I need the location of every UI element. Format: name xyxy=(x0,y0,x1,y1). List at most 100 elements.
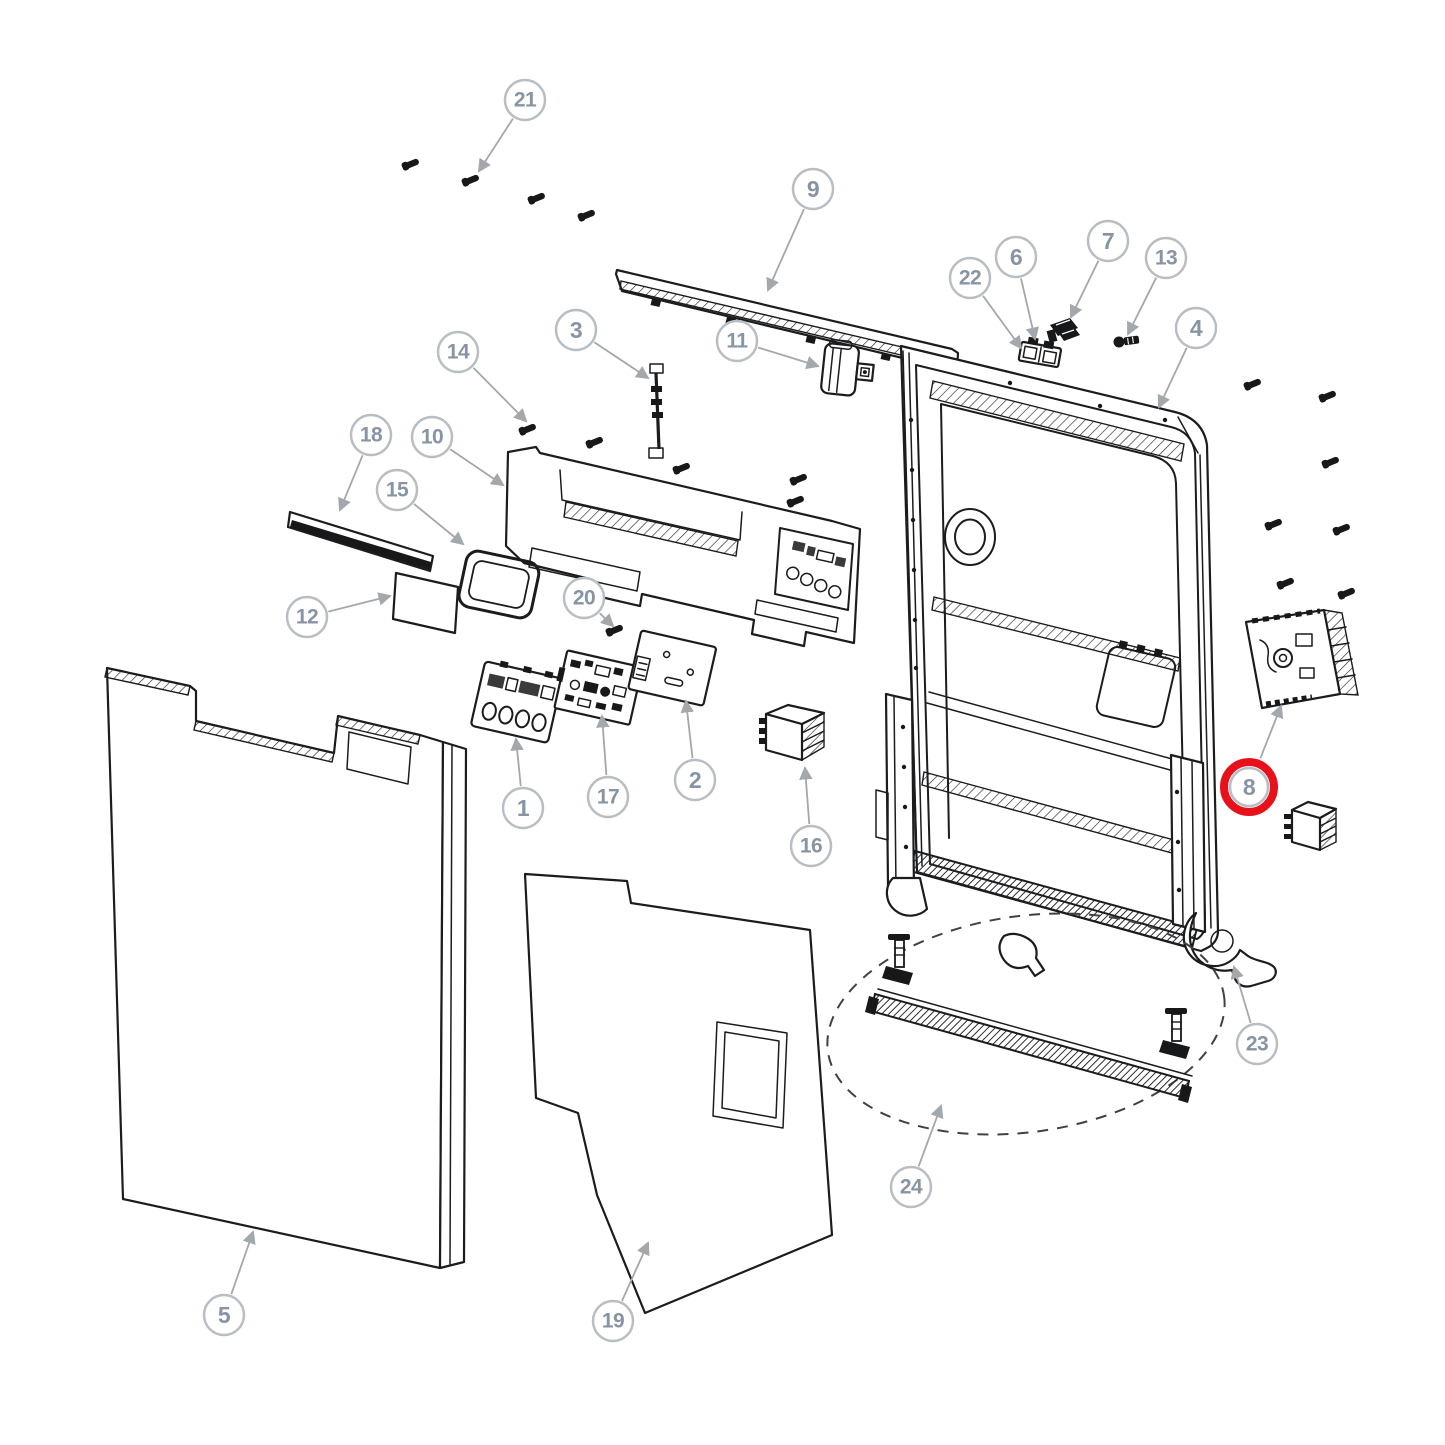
part-15-window-gasket xyxy=(457,549,541,620)
leader-arrow xyxy=(1259,704,1284,759)
callout-number: 9 xyxy=(807,176,819,202)
hinge-pin-right xyxy=(1158,1007,1191,1060)
part-16-terminal-block xyxy=(759,703,826,762)
callout-8-highlighted: 8 xyxy=(1220,704,1284,816)
part-5-front-door-panel xyxy=(104,666,468,1270)
callout-circle xyxy=(1174,306,1218,350)
leader-arrow xyxy=(1069,260,1100,319)
part-19-insulation-sheet xyxy=(523,872,834,1315)
callout-9: 9 xyxy=(766,167,835,292)
screw-icon xyxy=(788,471,809,487)
leader-arrow xyxy=(766,208,805,292)
callout-circle xyxy=(889,1165,933,1209)
callout-circle xyxy=(410,415,454,459)
part-12-label-card xyxy=(391,571,460,635)
screw-icon xyxy=(785,493,806,509)
callout-24: 24 xyxy=(889,1104,944,1209)
screw-icon xyxy=(671,460,692,476)
part-23-hinge-arm xyxy=(1182,911,1277,988)
leader-arrow xyxy=(1127,277,1158,336)
callout-circle xyxy=(673,758,717,802)
leader-arrow xyxy=(472,367,528,423)
callout-number: 4 xyxy=(1190,315,1203,341)
screw-icon xyxy=(526,190,547,206)
callout-circle xyxy=(554,308,598,352)
callout-number: 19 xyxy=(602,1310,624,1333)
callout-7: 7 xyxy=(1069,219,1130,319)
callout-number: 5 xyxy=(218,1302,231,1328)
callout-number: 1 xyxy=(517,795,530,821)
part-4-inner-door-panel xyxy=(875,344,1277,988)
callout-circle xyxy=(591,1299,635,1343)
part-17-control-board xyxy=(553,649,644,726)
callout-circle xyxy=(1228,766,1270,808)
callout-18: 18 xyxy=(338,413,393,512)
callout-circle xyxy=(202,1293,246,1337)
callout-number: 13 xyxy=(1155,247,1177,270)
callout-circle xyxy=(791,167,835,211)
callout-6: 6 xyxy=(994,235,1039,341)
part-1-control-overlay xyxy=(470,660,563,744)
callout-number: 21 xyxy=(514,89,537,112)
callout-circle xyxy=(503,78,547,122)
screw-icon xyxy=(576,207,597,223)
screw-icon xyxy=(1317,388,1338,404)
leader-arrow xyxy=(799,765,813,825)
leader-arrow xyxy=(680,698,695,759)
callout-number: 6 xyxy=(1010,244,1022,270)
leader-arrow xyxy=(596,713,610,776)
callout-circle xyxy=(375,468,419,512)
screw-icon xyxy=(1242,376,1263,392)
leader-arrow xyxy=(449,448,505,487)
door-vent-ring xyxy=(944,508,996,566)
callout-number: 24 xyxy=(900,1176,923,1199)
screw-icon xyxy=(1336,585,1357,601)
leader-arrow xyxy=(621,1241,650,1302)
callout-number: 22 xyxy=(959,267,981,290)
screw-icon xyxy=(1331,521,1352,537)
leader-arrow xyxy=(1020,278,1039,341)
screw-icon xyxy=(1263,516,1284,532)
callout-circle xyxy=(285,595,329,639)
callout-circle xyxy=(349,413,393,457)
door-label-recess xyxy=(346,731,412,785)
callout-number: 11 xyxy=(726,330,748,353)
callout-number: 16 xyxy=(800,835,822,858)
screw-icon xyxy=(604,622,625,638)
callout-circle xyxy=(501,786,545,830)
callout-number: 23 xyxy=(1246,1033,1268,1056)
callout-number: 2 xyxy=(689,767,701,793)
callout-20: 20 xyxy=(562,576,615,628)
callout-4: 4 xyxy=(1157,306,1218,409)
callout-10: 10 xyxy=(410,415,505,487)
part-2-board-cover xyxy=(627,629,717,707)
callout-2: 2 xyxy=(673,698,717,802)
callout-12: 12 xyxy=(285,592,392,639)
leader-arrow xyxy=(593,341,650,380)
door-left-hinge-bracket xyxy=(875,692,1046,978)
door-right-hinge-bracket xyxy=(1169,753,1207,934)
part-18-trim-strip xyxy=(286,510,435,573)
leader-arrow xyxy=(1157,347,1188,409)
callout-number: 17 xyxy=(597,786,619,809)
leader-arrow xyxy=(338,454,364,512)
callout-circle xyxy=(789,824,833,868)
callout-circle xyxy=(948,256,992,300)
callout-22: 22 xyxy=(948,256,1023,350)
callout-19: 19 xyxy=(591,1241,650,1343)
callout-circle xyxy=(994,235,1038,279)
leader-arrow xyxy=(917,1104,944,1167)
screw-icon xyxy=(400,156,421,172)
leader-arrow xyxy=(982,295,1023,350)
screw-icon xyxy=(1275,575,1296,591)
hinge-rail xyxy=(869,992,1191,1100)
dashed-group-ellipse xyxy=(826,912,1226,1136)
part-13-screw xyxy=(1113,335,1140,348)
callout-number: 20 xyxy=(573,587,595,610)
callout-circle xyxy=(436,330,480,374)
leader-arrow xyxy=(599,612,615,628)
callout-5: 5 xyxy=(202,1230,256,1337)
console-display-cluster xyxy=(786,540,847,599)
callout-number: 7 xyxy=(1102,228,1114,254)
